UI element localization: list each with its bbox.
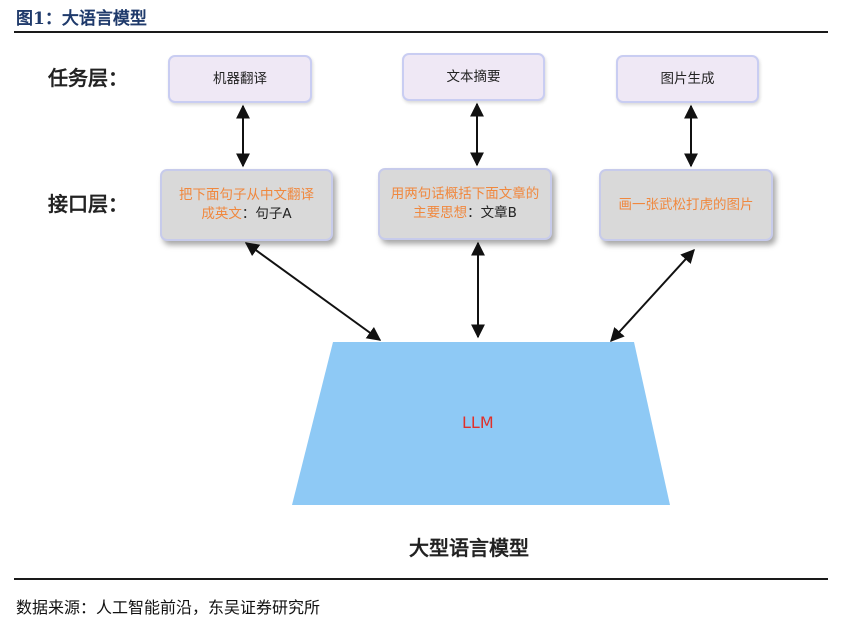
- prompt-line: 画一张武松打虎的图片: [618, 196, 754, 213]
- task-label: 机器翻译: [213, 70, 267, 87]
- source-note: 数据来源：人工智能前沿，东吴证券研究所: [16, 598, 321, 617]
- task-label: 文本摘要: [446, 68, 501, 85]
- arrow-translation-interface-llm: [244, 242, 382, 341]
- llm-trapezoid: [292, 342, 670, 505]
- figure-title: 图1：大语言模型: [16, 9, 147, 29]
- task-box-summarization: 文本摘要: [402, 53, 545, 101]
- interface-box-summary-prompt: 用两句话概括下面文章的 主要思想：文章B: [378, 168, 552, 240]
- model-caption: 大型语言模型: [409, 536, 529, 560]
- prompt-line: 把下面句子从中文翻译: [179, 187, 314, 203]
- task-box-image-generation: 图片生成: [616, 55, 759, 103]
- interface-box-translation-prompt: 把下面句子从中文翻译 成英文：句子A: [160, 169, 333, 241]
- arrow-image-interface-llm: [610, 248, 695, 343]
- top-rule: [14, 31, 828, 33]
- prompt-input: ：句子A: [241, 206, 292, 222]
- task-label: 图片生成: [660, 70, 715, 87]
- llm-label: LLM: [462, 413, 494, 432]
- interface-layer-label: 接口层：: [48, 192, 128, 216]
- prompt-instruction: 成英文: [201, 206, 242, 222]
- prompt-line: 用两句话概括下面文章的: [390, 186, 540, 202]
- prompt-instruction: 主要思想: [413, 205, 468, 221]
- prompt-input: ：文章B: [467, 205, 517, 221]
- interface-box-image-prompt: 画一张武松打虎的图片: [599, 169, 773, 241]
- bottom-rule: [14, 578, 828, 580]
- task-box-translation: 机器翻译: [168, 55, 312, 103]
- task-layer-label: 任务层：: [48, 66, 128, 90]
